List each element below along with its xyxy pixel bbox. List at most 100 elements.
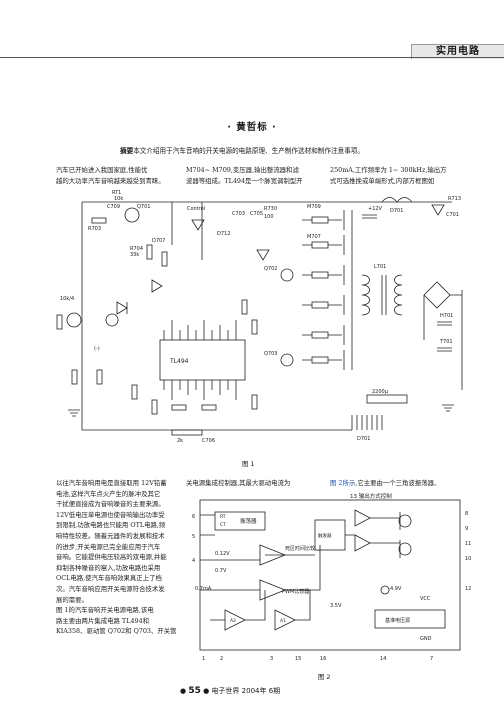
fig1-label: D701 bbox=[390, 208, 403, 214]
text-line: M704~ M709,变压器,输出整流器和滤 bbox=[186, 166, 299, 174]
fig1-label: R730 bbox=[264, 206, 277, 212]
text-line: 的进步,开关电源已完全能应用于汽车 bbox=[56, 542, 161, 551]
fig1-label: Q703 bbox=[264, 351, 277, 357]
fig1-label: T701 bbox=[439, 339, 453, 345]
pin-label: 7 bbox=[430, 656, 433, 662]
fig1-label: C703 bbox=[232, 211, 245, 217]
pin-label: 14 bbox=[380, 656, 386, 662]
fig2-label: CT bbox=[220, 522, 226, 528]
bottom-column-1: 以往汽车音响用电是直接取用 12V铅蓄 电池,这样汽车点火产生的脉冲及其它 干扰… bbox=[56, 478, 178, 637]
text-line: 以往汽车音响用电是直接取用 12V铅蓄 bbox=[56, 479, 167, 487]
text-line: 12V低电压单电源也使音响输出功率受 bbox=[56, 510, 165, 519]
issue-label: 2004年 6期 bbox=[241, 687, 281, 695]
fig1-label: 100 bbox=[264, 214, 274, 220]
text-line: 图 1的汽车音响开关电源电路,该电 bbox=[56, 606, 154, 615]
section-tab: 实用电路 bbox=[411, 44, 504, 59]
text-line: 波器等组成。TL494是一个脉宽调制型开 bbox=[186, 176, 303, 185]
top-column-3: 250mA,工作频率为 1~ 300kHz,输出方 式可选推挽或单端形式,内部方… bbox=[330, 165, 470, 186]
fig1-label: C701 bbox=[446, 212, 459, 218]
pin-label: 1 bbox=[202, 656, 205, 662]
fig2-label: 基准电压源 bbox=[385, 617, 410, 624]
fig1-label: R704 bbox=[130, 246, 143, 252]
fig1-label: (-) bbox=[94, 346, 100, 352]
pin-label: 16 bbox=[320, 656, 326, 662]
fig2-title: 13 输出方式控制 bbox=[350, 492, 392, 500]
fig1-label: C709 bbox=[107, 204, 120, 210]
fig1-label: C706 bbox=[202, 438, 215, 444]
page-footer: ● 55 ● 电子世界 2004年 6期 bbox=[180, 686, 281, 696]
text-line: 电池,这样汽车点火产生的脉冲及其它 bbox=[56, 489, 161, 498]
pin-label: 15 bbox=[295, 656, 301, 662]
fig1-label: M709 bbox=[307, 204, 321, 210]
fig1-label: L701 bbox=[374, 264, 386, 270]
fig1-label: C705 bbox=[250, 211, 263, 217]
fig1-label: R713 bbox=[448, 196, 461, 202]
fig2-label: VCC bbox=[420, 596, 431, 602]
top-column-2: M704~ M709,变压器,输出整流器和滤 波器等组成。TL494是一个脉宽调… bbox=[186, 165, 321, 186]
text-line: 汽车已开始进入我国家庭,性能优 bbox=[56, 166, 148, 174]
abstract: 摘要本文介绍用于汽车音响的开关电源的电路原理、生产制作选材和制作注意事项。 bbox=[120, 145, 480, 155]
figure-2-diagram: 13 输出方式控制 RT CT 振荡器 死区时间比较器 PWM比较器 0.12V… bbox=[192, 492, 471, 662]
fig1-label: 2200µ bbox=[372, 389, 389, 395]
fig2-label: 4.9V bbox=[390, 586, 402, 592]
fig1-label: H701 bbox=[440, 313, 453, 319]
abstract-text: 本文介绍用于汽车音响的开关电源的电路原理、生产制作选材和制作注意事项。 bbox=[133, 147, 364, 155]
text-line: ,它主要由一个三角波振荡器、 bbox=[355, 479, 441, 487]
magazine-name: 电子世界 bbox=[211, 687, 240, 695]
fig2-label: 死区时间比较器 bbox=[285, 545, 320, 552]
fig2-label: A2 bbox=[230, 618, 236, 624]
page-number: 55 bbox=[188, 686, 201, 696]
fig2-label: 0.12V bbox=[215, 551, 230, 557]
fig1-label: Q702 bbox=[264, 266, 277, 272]
fig2-label: 3.5V bbox=[330, 603, 342, 609]
text-line: OCL电路,使汽车音响效果真正上了档 bbox=[56, 574, 162, 583]
text-line: 抑制各种噪音的窜入,功放电路也采用 bbox=[56, 563, 161, 572]
text-line: 越的大功率汽车音响越来越受到青睐。 bbox=[56, 176, 165, 185]
header-rule bbox=[0, 57, 504, 58]
fig1-label: D712 bbox=[217, 231, 230, 237]
bottom-column-3: 图 2所示,它主要由一个三角波振荡器、 bbox=[330, 478, 470, 489]
fig1-label: 2k bbox=[177, 438, 183, 444]
pin-label: 12 bbox=[465, 586, 471, 592]
text-line: 路主要由两片集成电路 TL494和 bbox=[56, 616, 150, 625]
fig1-label: R703 bbox=[88, 226, 101, 232]
fig2-label: 0.7V bbox=[215, 568, 227, 574]
fig2-label: A1 bbox=[280, 618, 286, 624]
pin-label: 8 bbox=[465, 511, 468, 517]
pin-label: 4 bbox=[192, 558, 195, 564]
fig2-label: GND bbox=[420, 636, 432, 642]
bottom-column-2: 关电源集成控制器,其最大驱动电流为 bbox=[186, 478, 321, 489]
text-line: KIA358、驱动管 Q702和 Q703、开关管 bbox=[56, 627, 177, 636]
figure-ref: 图 2所示 bbox=[330, 479, 356, 487]
fig1-label: D701 bbox=[357, 436, 370, 442]
fig1-label: RT1 bbox=[112, 190, 121, 196]
fig1-label: 33k bbox=[130, 252, 139, 258]
pin-label: 3 bbox=[270, 656, 273, 662]
text-line: 展的需要。 bbox=[56, 595, 88, 604]
fig1-label: Q701 bbox=[137, 204, 150, 210]
pin-label: 2 bbox=[220, 656, 223, 662]
pin-label: 9 bbox=[465, 526, 468, 532]
author-name: · 黄哲标 · bbox=[227, 122, 277, 133]
fig1-label: M707 bbox=[307, 234, 321, 240]
fig1-label: 10k bbox=[114, 196, 123, 202]
top-column-1: 汽车已开始进入我国家庭,性能优 越的大功率汽车音响越来越受到青睐。 bbox=[56, 165, 178, 186]
fig2-label: 振荡器 bbox=[240, 517, 257, 525]
ic-label: TL494 bbox=[169, 358, 189, 365]
abstract-label: 摘要 bbox=[120, 147, 134, 155]
fig1-label: D707 bbox=[152, 238, 165, 244]
figure-1-caption: 图 1 bbox=[242, 460, 255, 468]
text-line: 250mA,工作频率为 1~ 300kHz,输出方 bbox=[330, 166, 447, 174]
pin-label: 10 bbox=[465, 556, 471, 562]
pin-label: 11 bbox=[465, 541, 471, 547]
pin-label: 5 bbox=[192, 534, 195, 540]
text-line: 响特性较差。随着元器件的发展和技术 bbox=[56, 531, 165, 540]
fig2-label: 触发器 bbox=[318, 532, 332, 539]
fig1-label: Control bbox=[187, 206, 205, 212]
fig1-label: 10k/4 bbox=[60, 296, 74, 302]
fig2-label: PWM比较器 bbox=[282, 588, 309, 595]
figure-2-caption: 图 2 bbox=[318, 673, 331, 681]
text-line: 干扰便直接成为音响噪音的主要来源。 bbox=[56, 500, 165, 509]
pin-label: 6 bbox=[192, 514, 195, 520]
fig1-label: +12V bbox=[368, 206, 383, 212]
